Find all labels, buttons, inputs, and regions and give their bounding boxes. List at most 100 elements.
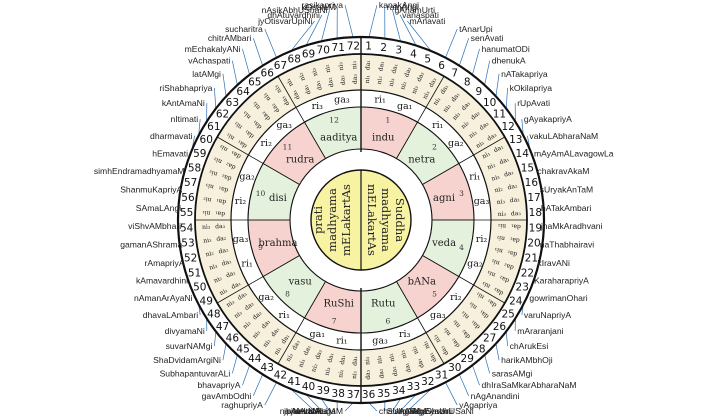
ni-label: da₁ — [218, 185, 229, 194]
ni-label: ni₃ — [468, 129, 479, 140]
leader-line — [495, 343, 500, 361]
chakra-name-3: agni — [433, 193, 455, 204]
center-ring-border — [289, 148, 433, 292]
chakra-name-6: Rutu — [371, 299, 396, 310]
melakarta-name-35: SUlini — [387, 406, 410, 416]
ri-label: ri₂ — [235, 196, 247, 207]
melakarta-name-58: hEmavati — [152, 148, 188, 158]
da-label: ni₃ — [310, 67, 319, 77]
melakarta-number: 35 — [377, 388, 390, 400]
melakarta-name-54: viShvAMbhari — [128, 221, 181, 231]
melakarta-number: 13 — [509, 134, 522, 146]
melakarta-name-71: kOsalaM — [301, 2, 335, 12]
da-label: da₁ — [470, 318, 482, 330]
ni-label: da₁ — [314, 80, 324, 91]
leader-line — [495, 73, 500, 97]
ni-label: ni₂ — [460, 119, 471, 130]
melakarta-name-62: riShabhapriya — [159, 83, 212, 93]
melakarta-name-55: SAmaLAngi — [136, 203, 181, 213]
melakarta-number: 6 — [438, 60, 445, 72]
leader-line — [392, 398, 401, 412]
ga-label: ga₃ — [334, 95, 350, 106]
ni-label: ni₃ — [498, 211, 507, 218]
melakarta-number: 72 — [347, 40, 360, 52]
chakra-divider — [277, 281, 326, 364]
center-right-line: madhyama — [379, 188, 393, 252]
ni-label: ni₃ — [388, 77, 397, 87]
da-label: ni₃ — [251, 329, 262, 340]
leader-line — [407, 388, 432, 412]
chakra-name-9: brahma — [258, 238, 297, 249]
ni-label: da₂ — [314, 348, 324, 360]
melakarta-number: 7 — [451, 68, 458, 80]
chakra-name-11: rudra — [286, 155, 314, 166]
melakarta-number: 12 — [501, 121, 514, 133]
melakarta-number: 49 — [200, 295, 213, 307]
ni-label: ni₃ — [422, 89, 432, 100]
chakra-divider — [217, 136, 300, 185]
da-label: da₃ — [492, 285, 504, 296]
ni-label: da₃ — [291, 339, 302, 351]
melakarta-name-57: simhEndramadhyamaM — [94, 166, 185, 176]
melakarta-number: 23 — [516, 282, 529, 294]
leader-line — [222, 343, 227, 361]
da-label: da₂ — [378, 368, 386, 379]
melakarta-name-19: jhaMkAradhvani — [540, 221, 603, 231]
ni-label: ni₃ — [496, 198, 506, 206]
ni-label: da₂ — [269, 101, 281, 114]
ga-label: ga₃ — [276, 120, 292, 131]
da-label: da₁ — [503, 169, 514, 179]
da-label: ni₁ — [351, 371, 358, 380]
da-label: da₁ — [478, 308, 490, 320]
da-label: ni₂ — [205, 250, 215, 259]
melakarta-number: 41 — [288, 376, 301, 388]
da-label: ni₃ — [273, 83, 284, 94]
chakra-name-4: veda — [431, 238, 456, 249]
melakarta-name-9: dhenukA — [492, 56, 526, 66]
ri-label: ri₂ — [450, 292, 462, 303]
melakarta-number: 5 — [424, 54, 431, 66]
melakarta-name-32: rAgavardini — [409, 406, 453, 416]
chakra-divider — [217, 255, 300, 304]
melakarta-number: 11 — [493, 109, 506, 121]
melakarta-name-64: vAchaspati — [188, 56, 230, 66]
melakarta-number: 37 — [347, 389, 360, 401]
ni-label: ni₃ — [411, 84, 421, 95]
chakra-number: 10 — [256, 189, 266, 198]
chakra-name-2: netra — [408, 155, 435, 166]
chakra-ring-border — [247, 106, 475, 334]
ri-label: ri₁ — [279, 310, 291, 321]
da-label: da₂ — [498, 274, 510, 284]
ni-label: da₁ — [339, 355, 347, 366]
da-label: da₂ — [509, 196, 520, 204]
da-label: ni₃ — [212, 155, 223, 165]
melakarta-name-26: chArukEsi — [510, 341, 549, 351]
melakarta-number: 3 — [395, 44, 402, 56]
ni-label: ni₃ — [459, 309, 470, 320]
chakra-number: 1 — [386, 116, 391, 125]
melakarta-name-34: vAgadhIShvari — [394, 406, 450, 416]
leader-line — [368, 5, 378, 38]
chakra-number: 5 — [432, 290, 437, 299]
melakarta-number: 62 — [216, 109, 229, 121]
ni-label: ni₁ — [432, 96, 442, 107]
melakarta-name-12: rUpAvati — [517, 98, 550, 108]
leader-line — [344, 402, 354, 412]
melakarta-name-16: chakravAkaM — [537, 166, 589, 176]
melakarta-name-48: divyamaNi — [165, 326, 205, 336]
melakarta-name-41: pAvani — [286, 406, 312, 416]
melakarta-number: 56 — [181, 192, 195, 204]
chakra-divider — [277, 76, 326, 159]
melakarta-name-43: gavAmbOdhi — [202, 391, 252, 401]
da-label: ni₃ — [285, 352, 295, 363]
melakarta-number: 57 — [184, 177, 197, 189]
ni-label: ni₁ — [498, 222, 507, 229]
da-label: ni₃ — [241, 109, 252, 120]
ni-label: ni₃ — [442, 326, 453, 337]
da-label: ni₃ — [261, 91, 272, 102]
ga-label: ga₁ — [309, 329, 325, 340]
da-label: da₃ — [511, 210, 522, 217]
chakra-name-5: bANa — [408, 276, 436, 287]
chakra-divider — [422, 255, 505, 304]
